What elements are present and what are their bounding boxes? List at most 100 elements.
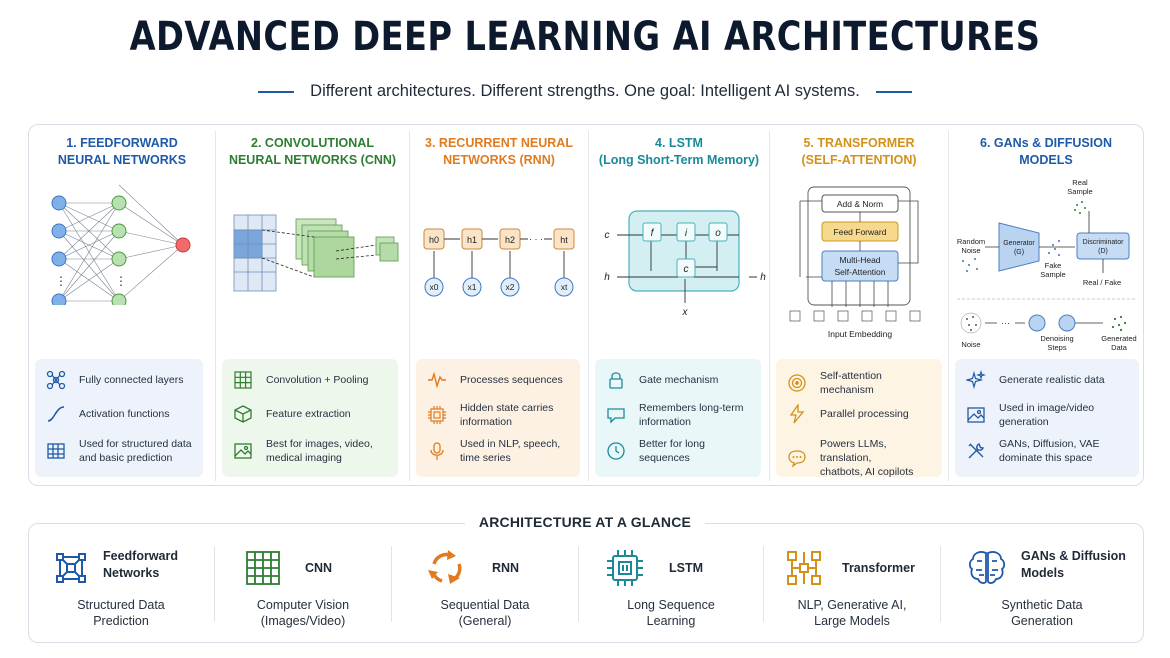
feature-text: Powers LLMs, translation, chatbots, AI c…	[820, 438, 914, 478]
image-icon	[232, 440, 254, 462]
feature-box: Fully connected layers Activation functi…	[35, 359, 203, 477]
add-norm-label: Add & Norm	[837, 199, 883, 209]
column-title-line2: NEURAL NETWORKS	[57, 153, 187, 167]
target-icon	[786, 372, 808, 394]
cycle-icon	[428, 550, 462, 584]
feature-text: Generate realistic data	[999, 374, 1105, 386]
glance-divider	[940, 546, 941, 622]
rnn-diagram: h0 h1 h2 ht · · · x0 x1 x2 xt	[423, 228, 575, 297]
glance-item-name: GANs & Diffusion Models	[1021, 549, 1126, 580]
page-subtitle: Different architectures. Different stren…	[310, 82, 860, 100]
lstm-gate-label: o	[715, 228, 721, 239]
lstm-h-prev-label: h	[604, 272, 610, 283]
feature-text: Used in NLP, speech, time series	[460, 438, 561, 464]
glance-item-desc: NLP, Generative AI, Large Models	[797, 598, 907, 628]
column-title-line2: (Long Short-Term Memory)	[598, 153, 760, 167]
glance-item-lstm: LSTM Long Sequence Learning	[579, 524, 763, 642]
random-noise-label-2: Noise	[961, 246, 980, 255]
cube-icon	[232, 403, 254, 425]
input-embedding-label: Input Embedding	[828, 329, 893, 339]
microphone-icon	[426, 440, 448, 462]
glance-item-desc: Sequential Data (General)	[440, 598, 530, 628]
lstm-h-out-label: h	[760, 272, 766, 283]
glance-item-name: RNN	[492, 561, 520, 575]
grid-icon	[246, 551, 280, 585]
picture-icon	[965, 404, 987, 426]
feature-item: Activation functions	[45, 403, 197, 425]
feature-item: Feature extraction	[232, 403, 392, 425]
gans-ellipsis: ···	[1001, 318, 1010, 328]
lock-icon	[605, 369, 627, 391]
feature-text: Used in image/video generation	[999, 402, 1095, 428]
waveform-icon	[426, 369, 448, 391]
attention-label-line2: Self-Attention	[834, 267, 885, 277]
column-title: 3. RECURRENT NEURAL NETWORKS (RNN)	[410, 135, 588, 169]
feature-item: Powers LLMs, translation, chatbots, AI c…	[786, 437, 936, 479]
glance-divider	[214, 546, 215, 622]
fake-sample-label-2: Sample	[1040, 270, 1065, 279]
column-divider	[588, 131, 589, 481]
feedforward-diagram: ⋮ ⋮	[51, 184, 191, 305]
glance-divider	[763, 546, 764, 622]
noise-label: Noise	[961, 340, 980, 349]
rnn-input-label: x2	[506, 282, 515, 292]
feature-text: Processes sequences	[460, 374, 563, 386]
rnn-hidden-label: h1	[467, 235, 477, 245]
discriminator-label-2: (D)	[1098, 248, 1108, 255]
tools-icon	[965, 440, 987, 462]
svg-text:⋮: ⋮	[115, 274, 127, 288]
discriminator-label-1: Discriminator	[1083, 239, 1125, 246]
glance-item-desc: Long Sequence Learning	[627, 598, 715, 628]
column-divider	[769, 131, 770, 481]
lstm-gate-label: f	[651, 228, 655, 239]
feature-text: Used for structured data and basic predi…	[79, 438, 192, 464]
speech-bubble-icon	[786, 447, 808, 469]
sparkle-icon	[965, 369, 987, 391]
column-rnn: 3. RECURRENT NEURAL NETWORKS (RNN) h0 h1	[410, 125, 588, 485]
feed-forward-label: Feed Forward	[834, 227, 887, 237]
glance-panel: Feedforward Networks Structured Data Pre…	[28, 523, 1144, 643]
chat-icon	[605, 404, 627, 426]
column-title-line1: 3. RECURRENT NEURAL	[425, 136, 573, 150]
feature-item: Generate realistic data	[965, 369, 1133, 391]
real-fake-label: Real / Fake	[1083, 278, 1121, 287]
feature-text: GANs, Diffusion, VAE dominate this space	[999, 438, 1100, 464]
feature-text: Best for images, video, medical imaging	[266, 438, 373, 464]
feature-text: Activation functions	[79, 408, 170, 420]
column-title-line1: 6. GANs & DIFFUSION	[980, 136, 1112, 150]
subtitle-row: Different architectures. Different stren…	[0, 82, 1170, 101]
random-noise-label-1: Random	[957, 237, 985, 246]
feature-box: Gate mechanism Remembers long-term infor…	[595, 359, 761, 477]
column-cnn: 2. CONVOLUTIONAL NEURAL NETWORKS (CNN)	[216, 125, 409, 485]
svg-text:⋮: ⋮	[55, 274, 67, 288]
column-title-line1: 4. LSTM	[655, 136, 703, 150]
feature-item: Used for structured data and basic predi…	[45, 437, 197, 465]
feature-text: Hidden state carries information	[460, 402, 554, 428]
column-title: 5. TRANSFORMER (SELF-ATTENTION)	[770, 135, 948, 169]
column-title-line2: (SELF-ATTENTION)	[801, 153, 917, 167]
feature-box: Convolution + Pooling Feature extraction…	[222, 359, 398, 477]
subtitle-left-rule	[258, 90, 295, 93]
feature-item: GANs, Diffusion, VAE dominate this space	[965, 437, 1133, 465]
column-title-line1: 5. TRANSFORMER	[803, 136, 915, 150]
curve-icon	[45, 403, 67, 425]
clock-icon	[605, 440, 627, 462]
architectures-panel: 1. FEEDFORWARD NEURAL NETWORKS ⋮ ⋮	[28, 124, 1144, 486]
glance-item-name: CNN	[305, 561, 333, 575]
brain-icon	[968, 551, 1006, 584]
chip-icon	[426, 404, 448, 426]
feature-item: Processes sequences	[426, 369, 574, 391]
glance-item-desc: Synthetic Data Generation	[1001, 598, 1083, 628]
feature-item: Gate mechanism	[605, 369, 755, 391]
grid-icon	[232, 369, 254, 391]
glance-item-name: Transformer	[842, 561, 915, 575]
fake-sample-label-1: Fake	[1045, 261, 1062, 270]
column-lstm: 4. LSTM (Long Short-Term Memory) f i	[589, 125, 769, 485]
cnn-diagram	[233, 214, 399, 292]
column-title: 6. GANs & DIFFUSION MODELS	[949, 135, 1143, 169]
feature-text: Remembers long-term information	[639, 402, 744, 428]
attention-label-line1: Multi-Head	[839, 255, 880, 265]
feature-text: Fully connected layers	[79, 374, 184, 386]
feature-text: Self-attention mechanism	[820, 370, 882, 396]
